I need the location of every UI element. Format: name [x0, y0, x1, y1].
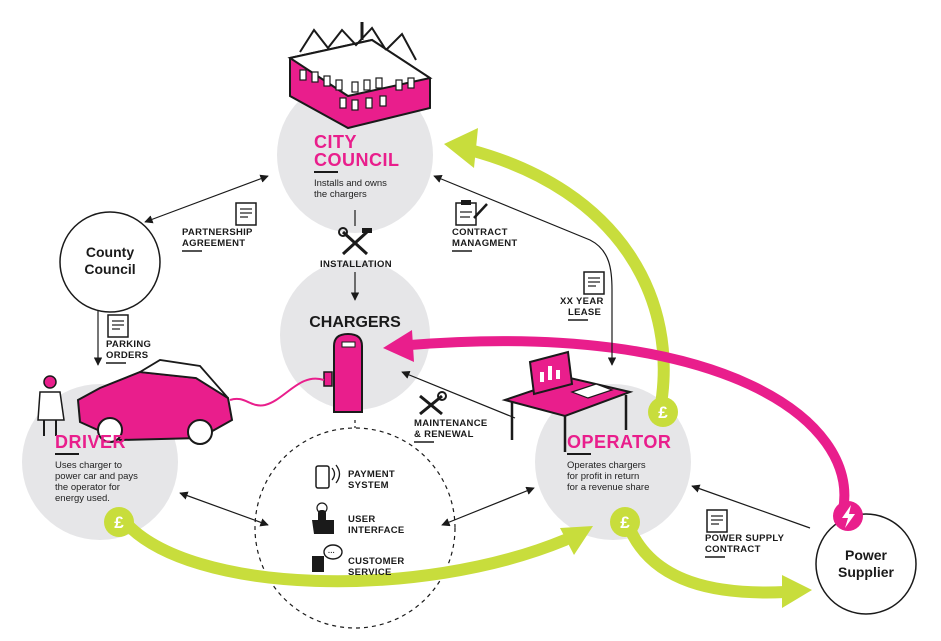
driver-desc-line4: energy used. — [55, 493, 110, 504]
pound-icon: £ — [104, 507, 134, 537]
payment-label-line2: SYSTEM — [348, 480, 389, 491]
supplier-operator-arrow — [691, 484, 811, 529]
city-council-desc-line1: Installs and owns — [314, 178, 387, 189]
operator-bubble — [535, 384, 691, 540]
chargers-title: CHARGERS — [309, 314, 401, 331]
operator-to-council-arrowhead — [444, 128, 478, 168]
operator-title: OPERATOR — [567, 432, 671, 452]
driver-desc-line2: power car and pays — [55, 471, 138, 482]
document-icon — [235, 202, 257, 226]
city-council-title-line1: CITY — [314, 132, 357, 152]
driver-desc-line1: Uses charger to — [55, 460, 122, 471]
touch-hand-icon — [312, 502, 334, 534]
driver-title: DRIVER — [55, 432, 126, 452]
car-icon — [76, 359, 234, 445]
tools-icon — [419, 391, 447, 416]
clipboard-pencil-icon — [455, 200, 488, 226]
operator-desc-line1: Operates chargers — [567, 460, 646, 471]
payment-label-line1: PAYMENT — [348, 469, 395, 480]
operator-to-council-revenue-arrow — [464, 144, 670, 416]
person-icon — [37, 375, 65, 436]
contract-label-line1: CONTRACT — [452, 227, 508, 238]
parking-label-line1: PARKING — [106, 339, 151, 350]
council-operator-arrow — [433, 174, 617, 366]
operator-to-supplier-payment-arrow — [621, 516, 791, 599]
power-supplier-circle — [815, 513, 917, 615]
operator-desc-line3: for a revenue share — [567, 482, 649, 493]
council-county-arrow — [144, 174, 269, 224]
svg-text:£: £ — [658, 403, 668, 422]
county-council-circle — [59, 211, 161, 313]
power-supplier-title-line1: Power — [845, 547, 888, 563]
customer-service-label-line2: SERVICE — [348, 567, 392, 578]
maintenance-label-line2: & RENEWAL — [414, 429, 474, 440]
installation-label: INSTALLATION — [320, 259, 392, 270]
driver-to-operator-arrowhead — [560, 526, 593, 555]
driver-to-operator-payment-arrow — [119, 516, 571, 588]
county-council-title-line1: County — [86, 244, 134, 260]
document-icon — [706, 509, 728, 533]
driver-services-arrow — [179, 491, 269, 527]
maintenance-label-line1: MAINTENANCE — [414, 418, 488, 429]
city-council-desc-line2: the chargers — [314, 189, 367, 200]
lightning-icon — [842, 505, 855, 528]
power-contract-label-line2: CONTRACT — [705, 544, 761, 555]
power-supplier-title-line2: Supplier — [838, 564, 895, 580]
customer-service-label-line1: CUSTOMER — [348, 556, 405, 567]
services-circle — [254, 427, 456, 629]
charging-cable — [229, 377, 325, 407]
user-interface-label-line1: USER — [348, 514, 376, 525]
contract-label-line2: MANAGMENT — [452, 238, 518, 249]
document-icon — [107, 314, 129, 338]
svg-text:···: ··· — [328, 550, 335, 557]
pound-icon: £ — [610, 507, 640, 537]
user-interface-label-line2: INTERFACE — [348, 525, 405, 536]
parking-label-line2: ORDERS — [106, 350, 148, 361]
building-icon — [287, 22, 433, 130]
operator-to-supplier-arrowhead — [782, 575, 812, 608]
pound-icon: £ — [648, 397, 678, 427]
city-council-title-line2: COUNCIL — [314, 150, 400, 170]
county-council-title-line2: Council — [84, 261, 135, 277]
desk-icon — [501, 350, 634, 452]
operator-services-arrow — [441, 486, 535, 527]
lease-label-line2: LEASE — [568, 307, 601, 318]
svg-text:£: £ — [114, 513, 124, 532]
svg-text:£: £ — [620, 513, 630, 532]
tools-icon — [338, 227, 372, 256]
document-icon — [583, 271, 605, 295]
supplier-to-chargers-arrowhead — [383, 330, 414, 362]
lease-label-line1: XX YEAR — [560, 296, 604, 307]
driver-desc-line3: the operator for — [55, 482, 120, 493]
contactless-card-icon — [315, 464, 341, 489]
operator-desc-line2: for profit in return — [567, 471, 639, 482]
power-contract-label-line1: POWER SUPPLY — [705, 533, 785, 544]
partnership-label-line1: PARTNERSHIP — [182, 227, 253, 238]
operator-chargers-maintenance-arrow — [401, 370, 516, 419]
speech-bubble-icon: ··· — [312, 544, 343, 572]
partnership-label-line2: AGREEMENT — [182, 238, 245, 249]
